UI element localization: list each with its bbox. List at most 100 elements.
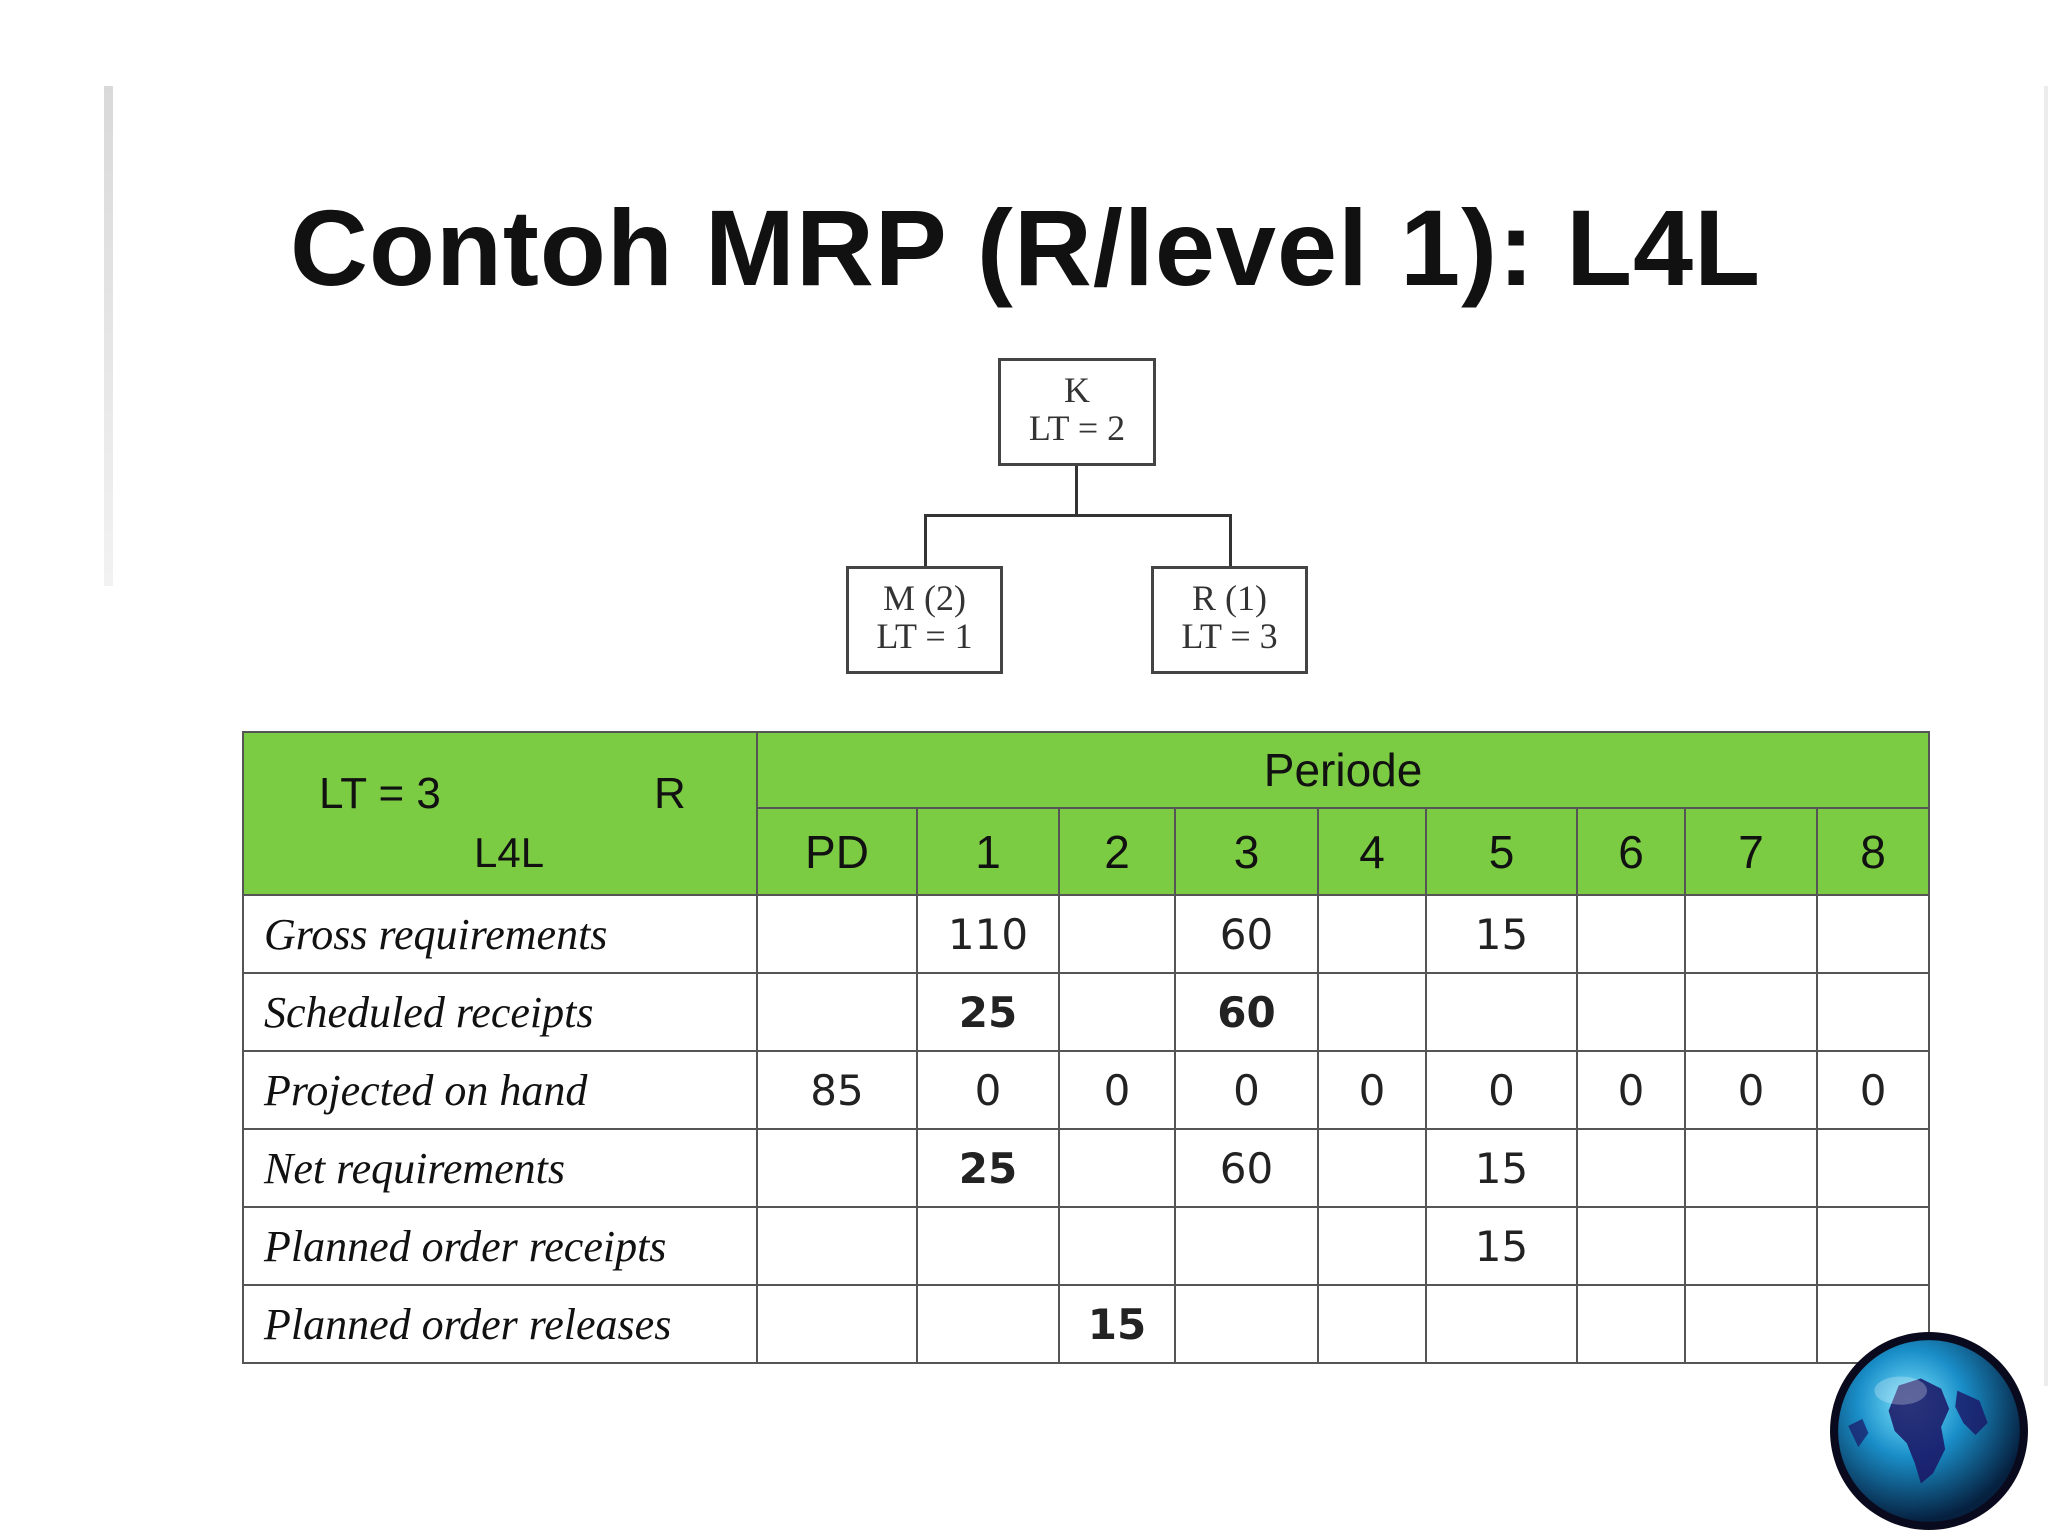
header-period-6: 6 bbox=[1576, 807, 1686, 896]
table-cell bbox=[1684, 894, 1818, 974]
table-row: Scheduled receipts 25 60 bbox=[242, 972, 1931, 1052]
header-period-7: 7 bbox=[1684, 807, 1818, 896]
header-lot-rule: L4L bbox=[474, 829, 545, 876]
table-cell bbox=[1058, 894, 1176, 974]
tree-connector-vertical-root bbox=[1075, 466, 1078, 515]
table-cell bbox=[1425, 1284, 1578, 1364]
table-row: Planned order releases 15 bbox=[242, 1284, 1931, 1364]
table-cell: 60 bbox=[1174, 1128, 1319, 1208]
table-cell bbox=[1576, 1284, 1686, 1364]
row-label: Planned order releases bbox=[242, 1284, 758, 1364]
table-cell bbox=[1317, 1206, 1427, 1286]
header-period-4: 4 bbox=[1317, 807, 1427, 896]
table-cell: 15 bbox=[1425, 1206, 1578, 1286]
header-period-1: 1 bbox=[916, 807, 1060, 896]
table-cell bbox=[1684, 1128, 1818, 1208]
table-cell bbox=[1684, 1206, 1818, 1286]
table-cell: 15 bbox=[1425, 1128, 1578, 1208]
table-cell bbox=[1317, 1284, 1427, 1364]
product-structure-tree: K LT = 2 M (2) LT = 1 R (1) LT = 3 bbox=[0, 0, 2048, 700]
table-cell bbox=[1576, 1128, 1686, 1208]
slide-title: Contoh MRP (R/level 1): L4L bbox=[290, 187, 1762, 308]
table-cell: 0 bbox=[1058, 1050, 1176, 1130]
tree-node-m-lt: LT = 1 bbox=[876, 616, 973, 656]
table-cell bbox=[1576, 1206, 1686, 1286]
table-cell bbox=[1684, 972, 1818, 1052]
table-cell: 25 bbox=[916, 1128, 1060, 1208]
header-period-8: 8 bbox=[1815, 807, 1931, 896]
table-cell bbox=[1425, 972, 1578, 1052]
table-cell: 0 bbox=[1317, 1050, 1427, 1130]
table-cell bbox=[1174, 1284, 1319, 1364]
table-cell: 0 bbox=[1815, 1050, 1931, 1130]
table-row: Gross requirements 110 60 15 bbox=[242, 894, 1931, 974]
table-cell bbox=[756, 894, 918, 974]
table-cell: 60 bbox=[1174, 894, 1319, 974]
table-cell: 25 bbox=[916, 972, 1060, 1052]
table-cell bbox=[916, 1206, 1060, 1286]
table-row: Planned order receipts 15 bbox=[242, 1206, 1931, 1286]
tree-connector-vertical-left bbox=[924, 514, 927, 566]
table-cell bbox=[1815, 1206, 1931, 1286]
table-cell bbox=[756, 1128, 918, 1208]
globe-icon bbox=[1830, 1332, 2028, 1530]
table-cell bbox=[1815, 894, 1931, 974]
table-cell bbox=[756, 972, 918, 1052]
table-cell: 0 bbox=[1425, 1050, 1578, 1130]
table-cell: 15 bbox=[1058, 1284, 1176, 1364]
table-cell: 15 bbox=[1425, 894, 1578, 974]
header-lead-time: LT = 3 bbox=[319, 769, 441, 818]
table-cell bbox=[1317, 894, 1427, 974]
tree-connector-horizontal bbox=[924, 514, 1232, 517]
header-period-3: 3 bbox=[1174, 807, 1319, 896]
table-cell bbox=[756, 1206, 918, 1286]
table-cell bbox=[1317, 972, 1427, 1052]
table-cell: 110 bbox=[916, 894, 1060, 974]
tree-node-k: K LT = 2 bbox=[998, 358, 1156, 466]
table-cell: 0 bbox=[916, 1050, 1060, 1130]
tree-node-r-lt: LT = 3 bbox=[1181, 616, 1278, 656]
table-cell: 0 bbox=[1684, 1050, 1818, 1130]
table-cell bbox=[1684, 1284, 1818, 1364]
table-cell bbox=[1058, 972, 1176, 1052]
table-cell bbox=[756, 1284, 918, 1364]
table-header-item-info: LT = 3 R L4L bbox=[242, 731, 758, 896]
slide-edge-right bbox=[2044, 86, 2048, 1386]
table-row: Net requirements 25 60 15 bbox=[242, 1128, 1931, 1208]
row-label: Projected on hand bbox=[242, 1050, 758, 1130]
table-cell bbox=[1174, 1206, 1319, 1286]
tree-node-r-name: R (1) bbox=[1192, 578, 1267, 618]
table-cell: 0 bbox=[1576, 1050, 1686, 1130]
table-cell: 85 bbox=[756, 1050, 918, 1130]
table-cell bbox=[1815, 972, 1931, 1052]
header-period-pd: PD bbox=[756, 807, 918, 896]
table-cell bbox=[916, 1284, 1060, 1364]
tree-node-k-lt: LT = 2 bbox=[1028, 408, 1126, 448]
table-cell bbox=[1815, 1128, 1931, 1208]
tree-node-m-name: M (2) bbox=[883, 578, 966, 618]
header-period-2: 2 bbox=[1058, 807, 1176, 896]
table-cell bbox=[1576, 894, 1686, 974]
row-label: Gross requirements bbox=[242, 894, 758, 974]
row-label: Scheduled receipts bbox=[242, 972, 758, 1052]
tree-node-r: R (1) LT = 3 bbox=[1151, 566, 1308, 674]
row-label: Net requirements bbox=[242, 1128, 758, 1208]
slide-edge-left bbox=[104, 86, 113, 586]
row-label: Planned order receipts bbox=[242, 1206, 758, 1286]
table-cell bbox=[1058, 1128, 1176, 1208]
header-periode: Periode bbox=[755, 730, 1931, 810]
table-cell bbox=[1576, 972, 1686, 1052]
tree-connector-vertical-right bbox=[1229, 514, 1232, 566]
table-cell: 60 bbox=[1174, 972, 1319, 1052]
table-cell bbox=[1058, 1206, 1176, 1286]
table-cell bbox=[1317, 1128, 1427, 1208]
header-period-5: 5 bbox=[1425, 807, 1578, 896]
tree-node-m: M (2) LT = 1 bbox=[846, 566, 1003, 674]
header-item-code: R bbox=[654, 769, 686, 818]
tree-node-k-name: K bbox=[1064, 370, 1090, 410]
table-cell: 0 bbox=[1174, 1050, 1319, 1130]
